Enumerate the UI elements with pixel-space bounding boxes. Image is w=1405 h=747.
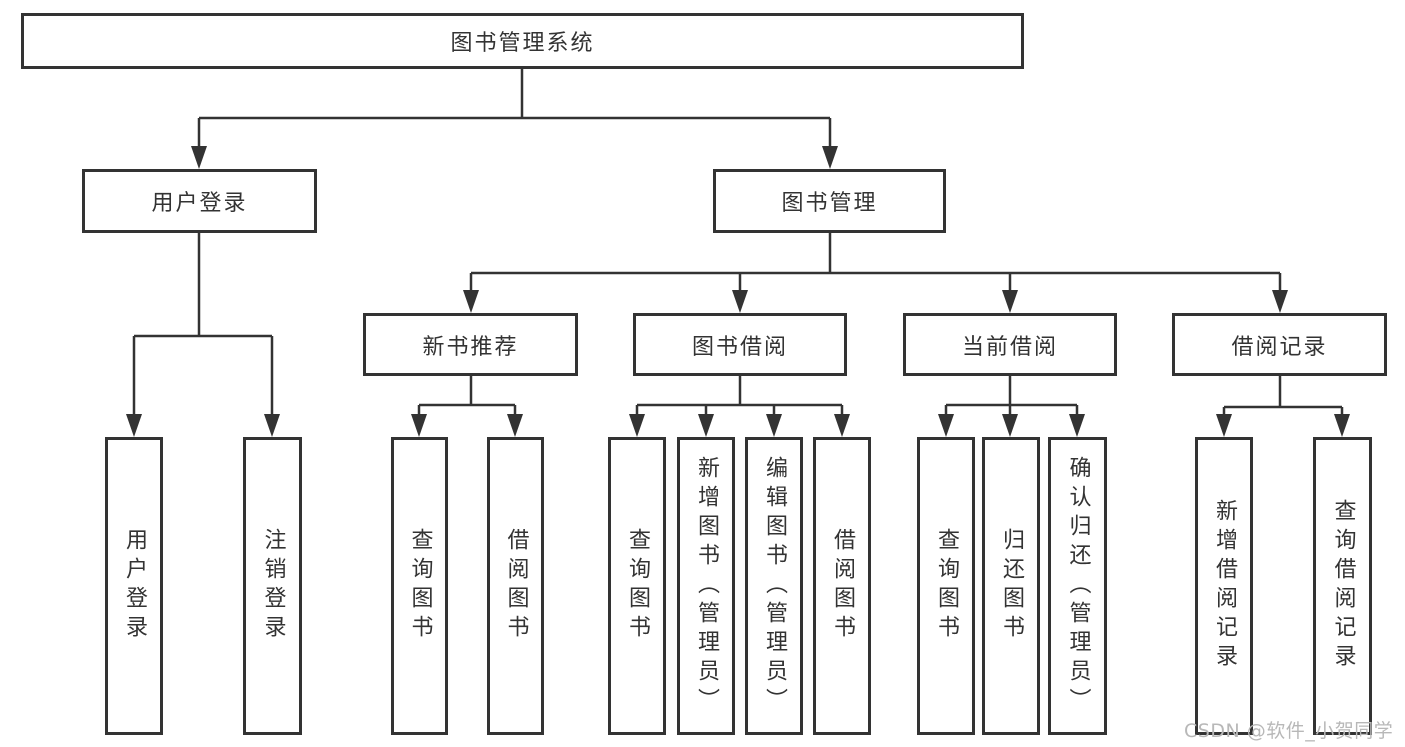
leaf-query-books-borrow: 查询图书 [608, 437, 666, 735]
leaf-add-borrow-record: 新增借阅记录 [1195, 437, 1253, 735]
leaf-add-book-admin: 新增图书（管理员） [677, 437, 735, 735]
node-new-book-recommend: 新书推荐 [363, 313, 578, 376]
leaf-borrow-books-2: 借阅图书 [813, 437, 871, 735]
leaf-edit-book-admin: 编辑图书（管理员） [745, 437, 803, 735]
node-book-management: 图书管理 [713, 169, 946, 233]
root-node: 图书管理系统 [21, 13, 1024, 69]
node-user-login: 用户登录 [82, 169, 317, 233]
leaf-borrow-books-recommend: 借阅图书 [487, 437, 544, 735]
leaf-return-book: 归还图书 [982, 437, 1040, 735]
leaf-logout: 注销登录 [243, 437, 302, 735]
leaf-query-borrow-record: 查询借阅记录 [1313, 437, 1372, 735]
node-current-borrow: 当前借阅 [903, 313, 1117, 376]
leaf-confirm-return-admin: 确认归还（管理员） [1048, 437, 1107, 735]
watermark: CSDN @软件_小贺同学 [1184, 720, 1394, 742]
node-book-borrow: 图书借阅 [633, 313, 847, 376]
leaf-query-books-current: 查询图书 [917, 437, 975, 735]
leaf-user-login: 用户登录 [105, 437, 163, 735]
node-borrow-records: 借阅记录 [1172, 313, 1387, 376]
leaf-query-books-recommend: 查询图书 [391, 437, 448, 735]
